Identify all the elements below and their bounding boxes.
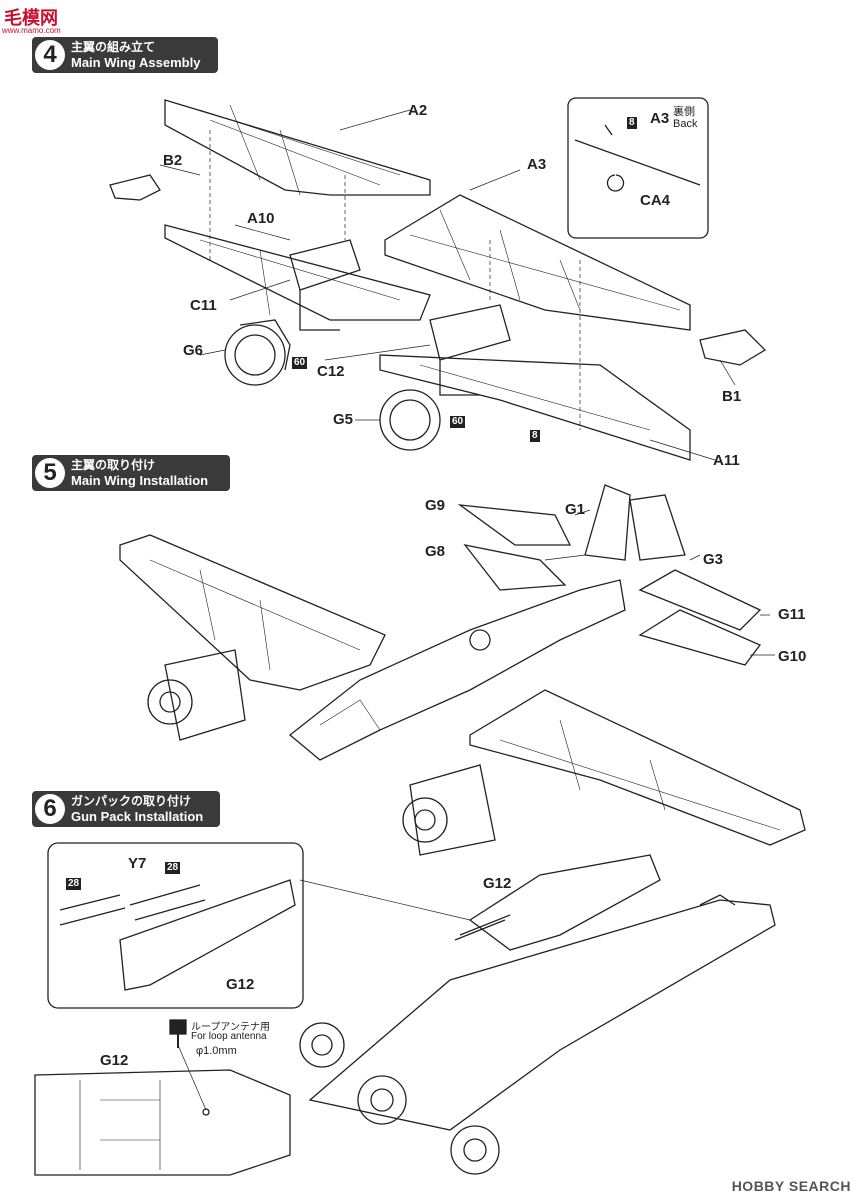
label-g12-inset: G12 — [226, 976, 255, 993]
stabilizer-g9 — [457, 504, 572, 546]
step-6-number: 6 — [35, 794, 65, 824]
drill-icon — [169, 1019, 187, 1035]
label-g12-plan: G12 — [100, 1052, 129, 1069]
label-g11: G11 — [778, 606, 806, 623]
step-5-number: 5 — [35, 458, 65, 488]
label-g5: G5 — [333, 411, 354, 428]
engine-1 — [299, 1022, 345, 1068]
label-a3-back-en: Back — [673, 118, 698, 130]
label-g9: G9 — [425, 497, 446, 514]
nacelle-g6 — [224, 324, 286, 386]
label-a3-inset: A3 — [650, 110, 670, 127]
wingtip-b2 — [109, 174, 161, 201]
label-g3: G3 — [703, 551, 724, 568]
site-logo: 毛模网 — [4, 8, 58, 29]
step-4-title-en: Main Wing Assembly — [71, 55, 201, 70]
elevator-g10 — [638, 609, 762, 666]
engine-left — [164, 649, 246, 741]
gun-pack-g12-detail — [119, 879, 296, 991]
label-g10: G10 — [778, 648, 807, 665]
wing-right-installed — [469, 689, 806, 846]
wing-part-a3 — [384, 194, 691, 331]
footer-brand: HOBBY SEARCH — [731, 1178, 851, 1194]
step-6-title-en: Gun Pack Installation — [71, 809, 204, 824]
rudder-g3 — [629, 494, 686, 561]
label-g1: G1 — [565, 501, 586, 518]
label-c12: C12 — [317, 363, 345, 380]
step-5-title-jp: 主翼の取り付け — [71, 458, 156, 472]
label-y7: Y7 — [128, 855, 147, 872]
fuselage — [288, 579, 626, 761]
tag-28-right: 28 — [165, 862, 181, 874]
label-a10: A10 — [247, 210, 275, 227]
label-g8: G8 — [425, 543, 446, 560]
nacelle-g5 — [379, 389, 441, 451]
antenna-drill-size: φ1.0mm — [196, 1045, 237, 1057]
label-a11: A11 — [713, 452, 740, 469]
label-a3: A3 — [527, 156, 547, 173]
tag-8-wing: 8 — [530, 430, 540, 442]
step-5-header: 5 主翼の取り付け Main Wing Installation — [32, 455, 230, 491]
label-g6: G6 — [183, 342, 204, 359]
engine-3 — [450, 1125, 500, 1175]
label-ca4: CA4 — [640, 192, 671, 209]
wing-part-a10 — [164, 224, 431, 321]
gun-barrels-y7 — [59, 884, 206, 926]
wing-part-a2 — [164, 99, 431, 196]
stabilizer-g11 — [638, 569, 762, 631]
engine-right — [409, 764, 496, 856]
wingtip-b1 — [699, 329, 767, 366]
label-g12-main: G12 — [483, 875, 512, 892]
label-c11: C11 — [190, 297, 217, 314]
step-6-title-jp: ガンパックの取り付け — [71, 794, 192, 808]
step-4-number: 4 — [35, 40, 65, 70]
tag-60-left: 60 — [292, 357, 308, 369]
step-4-header: 4 主翼の組み立て Main Wing Assembly — [32, 37, 218, 73]
tag-8-inset: 8 — [627, 117, 637, 129]
wing-part-a11 — [379, 354, 691, 461]
antenna-note-en: For loop antenna — [191, 1031, 267, 1042]
wing-left-installed — [119, 534, 386, 691]
antenna-note-jp: ループアンテナ用 — [191, 1022, 270, 1033]
aircraft-underside — [308, 899, 776, 1131]
gear-bay-c11 — [289, 239, 361, 331]
label-b1: B1 — [722, 388, 742, 405]
step-4-title-jp: 主翼の組み立て — [71, 40, 156, 54]
gun-pack-plan-view — [34, 1069, 291, 1176]
elevator-g8 — [463, 544, 567, 591]
label-a2: A2 — [408, 102, 428, 119]
engine-2 — [357, 1075, 407, 1125]
step-5-title-en: Main Wing Installation — [71, 473, 209, 488]
step-6-header: 6 ガンパックの取り付け Gun Pack Installation — [32, 791, 220, 827]
tag-28-left: 28 — [66, 878, 82, 890]
gun-pack-g12 — [468, 854, 661, 951]
detail-inset-gun-pack — [47, 842, 304, 1009]
label-a3-back-jp: 裏側 — [673, 106, 695, 118]
detail-inset-a3-back — [567, 97, 709, 239]
fin-g1 — [584, 484, 631, 561]
label-b2: B2 — [163, 152, 183, 169]
site-url: www.mamo.com — [2, 26, 61, 35]
tag-60-right: 60 — [450, 416, 466, 428]
gear-bay-c12 — [429, 304, 511, 396]
